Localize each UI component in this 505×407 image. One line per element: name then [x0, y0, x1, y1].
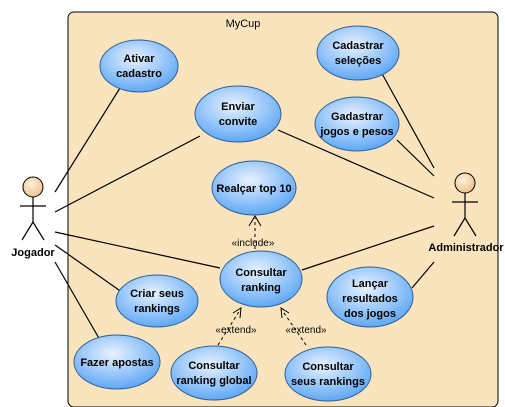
usecase-realcar-top10[interactable]: Realçar top 10 — [211, 160, 297, 216]
assoc-admin-lancar — [411, 261, 435, 289]
assoc-jogador-ativar — [54, 87, 121, 193]
dependencies — [217, 215, 307, 346]
assoc-jogador-enviar — [54, 135, 201, 213]
system-title: MyCup — [226, 18, 261, 30]
actor-administrador-label: Administrador — [428, 242, 504, 254]
actor-administrador-head — [454, 172, 476, 194]
assoc-admin-enviar — [277, 129, 435, 199]
assoc-admin-gadastrar — [396, 139, 435, 177]
extend-right-arrow-line — [281, 309, 307, 346]
assoc-admin-consultar — [301, 225, 435, 271]
assoc-jogador-apostas — [54, 261, 101, 341]
include-label: «include» — [232, 238, 275, 249]
extend-right-arrow-head — [280, 307, 290, 319]
actor-jogador-label: Jogador — [11, 247, 55, 259]
extend-left-arrow-head — [232, 307, 242, 319]
assoc-jogador-criar — [54, 244, 127, 296]
actor-administrador[interactable]: Administrador — [428, 172, 504, 254]
extend-left-label: «extend» — [215, 325, 257, 336]
associations — [54, 69, 435, 341]
include-arrow-head — [248, 215, 262, 227]
actor-jogador[interactable]: Jogador — [11, 176, 55, 259]
assoc-jogador-consultar — [54, 231, 221, 269]
actor-jogador-head — [22, 176, 44, 198]
svg-text:Fazer apostas: Fazer apostas — [80, 357, 153, 369]
extend-left-arrow-line — [217, 309, 241, 346]
svg-text:Realçar top 10: Realçar top 10 — [216, 183, 291, 195]
extend-right-label: «extend» — [285, 325, 327, 336]
usecase-fazer-apostas[interactable]: Fazer apostas — [73, 334, 161, 390]
assoc-admin-cadastrar — [379, 69, 435, 169]
